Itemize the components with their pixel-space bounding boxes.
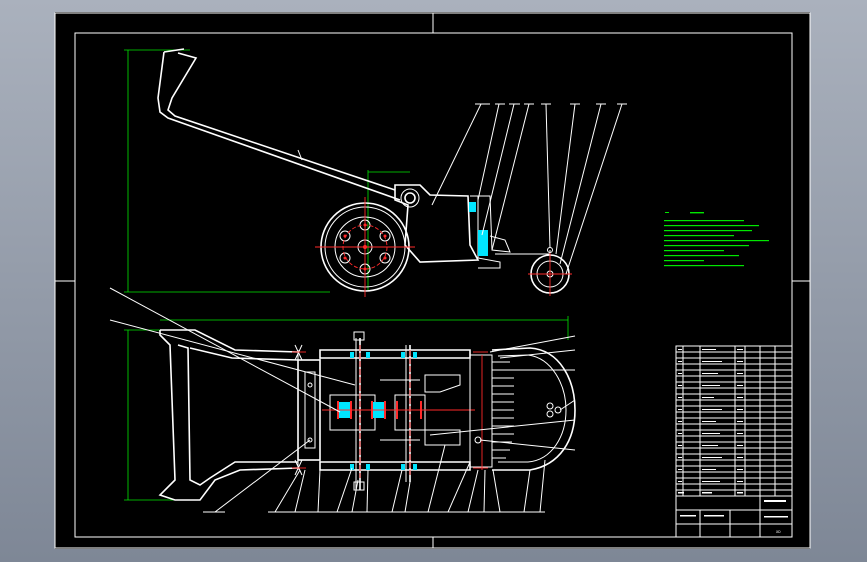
bearings [350,352,417,470]
comb-teeth [492,361,514,459]
rear-cover [491,347,576,471]
plan-leaders [109,287,576,513]
plan-pins [294,344,313,476]
technical-notes [664,212,769,267]
rear-caster [495,247,572,296]
side-leaders [431,103,627,275]
outer-border [54,12,811,549]
drive-wheel [315,197,415,297]
side-view-dimensions [124,49,410,293]
side-view [124,48,627,297]
plan-centermarks [292,351,488,469]
housing [394,184,480,263]
title-block-label: XD [776,530,781,534]
plan-handle [158,329,299,501]
handle [157,48,401,201]
parts-list: XD [675,345,793,538]
centering-marks [55,13,810,548]
cyan-block-side [478,230,488,256]
plan-view [109,287,576,513]
